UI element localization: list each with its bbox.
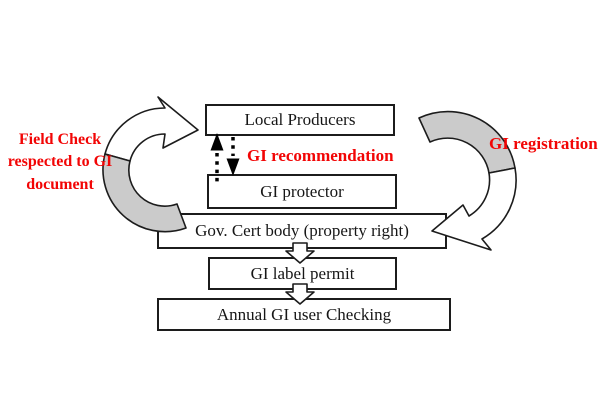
- box-gov-cert-body-label: Gov. Cert body (property right): [195, 221, 409, 240]
- field-check-annotation: Field Check respected to GI document: [7, 131, 113, 193]
- box-annual-gi-user-checking-label: Annual GI user Checking: [216, 304, 392, 324]
- gi-registration-annotation: GI registration: [489, 134, 598, 153]
- box-gi-label-permit-label: GI label permit: [250, 263, 355, 283]
- box-annual-gi-user-checking: Annual GI user Checking: [157, 298, 451, 331]
- gi-recommendation-annotation: GI recommendation: [247, 146, 394, 165]
- box-gi-protector: GI protector: [207, 174, 397, 209]
- box-gov-cert-body: Gov. Cert body (property right): [157, 213, 447, 249]
- box-gi-label-permit: GI label permit: [208, 257, 397, 290]
- box-local-producers: Local Producers: [205, 104, 395, 136]
- left-cycle-arrow-icon: [104, 96, 199, 162]
- box-local-producers-label: Local Producers: [244, 110, 356, 129]
- box-gi-protector-label: GI protector: [260, 181, 344, 201]
